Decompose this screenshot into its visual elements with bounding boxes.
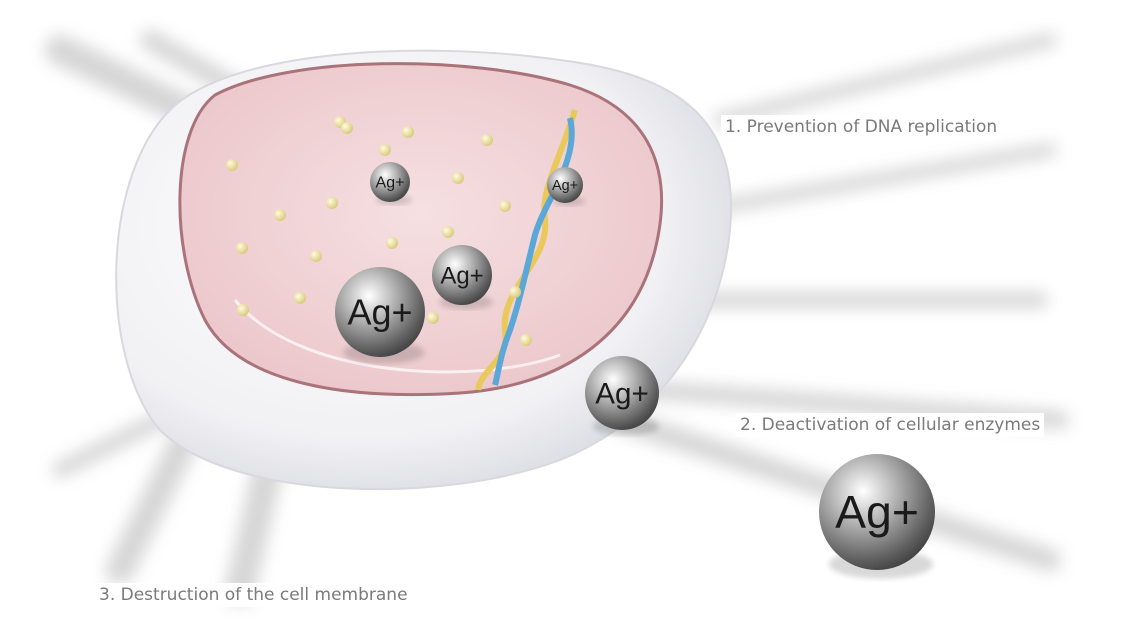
cytoplasm-particles [226,116,532,346]
particle [294,292,306,304]
ion-label: Ag+ [552,178,578,194]
particle [386,237,398,249]
particle [427,312,439,324]
cytoplasm [178,62,663,397]
silver-ion: Ag+ [585,356,660,436]
particle [452,172,464,184]
silver-ions: Ag+ Ag+ Ag+ Ag+ Ag+ Ag+ [335,162,935,579]
ion-label: Ag+ [376,175,405,192]
particle [499,200,511,212]
particle [326,197,338,209]
ion-label: Ag+ [595,377,648,410]
particle [379,144,391,156]
silver-ion: Ag+ [547,167,586,206]
particle [481,134,493,146]
light-ray [693,143,1057,217]
light-ray [713,33,1057,127]
inner-membrane-highlight [233,299,561,374]
particle [274,209,286,221]
ion-label: Ag+ [347,292,412,333]
silver-ion: Ag+ [819,454,935,579]
particle [520,334,532,346]
particle [237,304,249,316]
particle [226,159,238,171]
particle [442,226,454,238]
label-prevention-dna-replication: 1. Prevention of DNA replication [721,115,1002,139]
ion-label: Ag+ [835,486,919,538]
particle [236,242,248,254]
particle [509,286,521,298]
silver-ion: Ag+ [432,245,493,310]
label-deactivation-enzymes: 2. Deactivation of cellular enzymes [736,413,1045,437]
particle [341,122,353,134]
particle [310,250,322,262]
label-destruction-membrane: 3. Destruction of the cell membrane [95,583,412,607]
silver-ion: Ag+ [370,162,412,205]
ion-label: Ag+ [440,262,483,289]
particle [402,126,414,138]
silver-ion: Ag+ [335,267,425,364]
